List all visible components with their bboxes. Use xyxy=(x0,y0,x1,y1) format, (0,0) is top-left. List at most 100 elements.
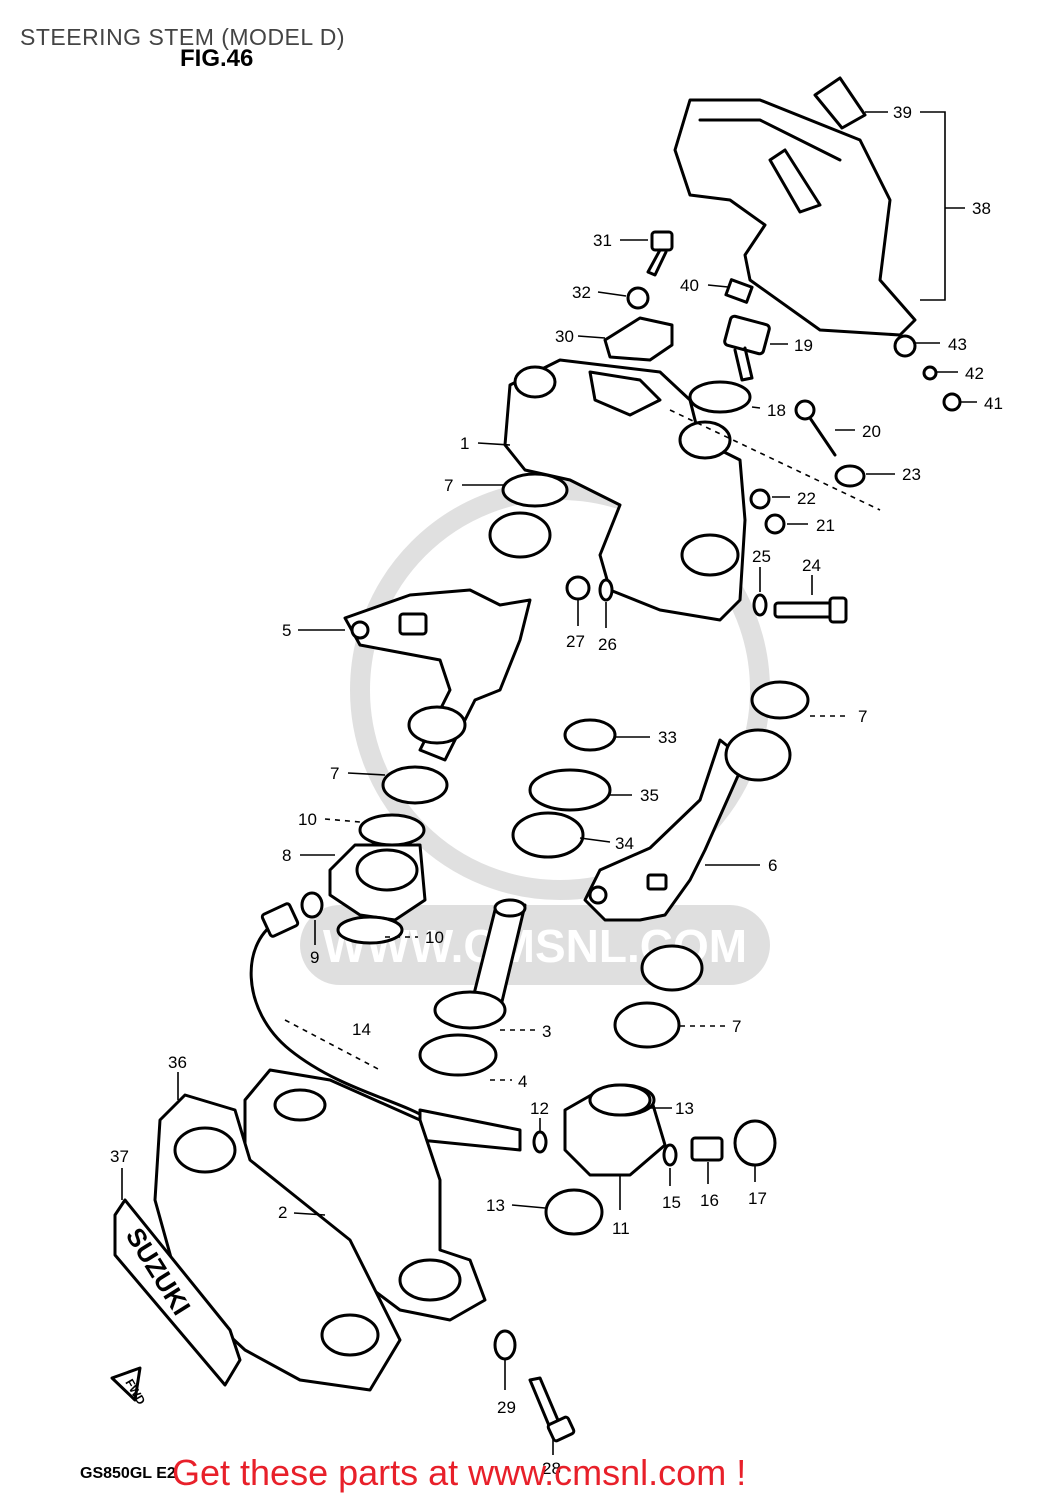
bolt-31 xyxy=(646,230,674,277)
callout-28: 28 xyxy=(542,1459,561,1478)
bushing-7h xyxy=(613,1001,681,1049)
bearing-34 xyxy=(511,811,585,859)
washer-23 xyxy=(834,464,866,488)
promo-link[interactable]: Get these parts at www.cmsnl.com ! xyxy=(172,1452,747,1493)
bolt-20 xyxy=(794,399,837,457)
gasket-13b xyxy=(544,1188,604,1236)
bolt-28 xyxy=(528,1376,576,1443)
gasket-13a xyxy=(588,1083,652,1117)
callout-4: 4 xyxy=(518,1072,527,1091)
nut-21 xyxy=(764,513,786,535)
callout-12: 12 xyxy=(530,1099,549,1118)
callout-3: 3 xyxy=(542,1022,551,1041)
handlebar-bolt xyxy=(723,314,771,382)
callout-33: 33 xyxy=(658,728,677,747)
callout-30: 30 xyxy=(555,327,574,346)
washer-35 xyxy=(528,768,612,812)
callout-26: 26 xyxy=(598,635,617,654)
screw-41 xyxy=(942,392,962,412)
brake-hose-joint xyxy=(418,1108,522,1152)
bolt-24 xyxy=(773,596,848,624)
bushing-7d xyxy=(381,765,449,805)
cover-clip xyxy=(724,278,754,304)
steering-stem xyxy=(418,898,527,1077)
bushing-7c xyxy=(407,705,467,745)
callout-32: 32 xyxy=(572,283,591,302)
washer-15 xyxy=(662,1143,678,1167)
nut-33 xyxy=(563,718,617,752)
callout-16: 16 xyxy=(700,1191,719,1210)
callout-41: 41 xyxy=(984,394,1003,413)
callout-17: 17 xyxy=(748,1189,767,1208)
callout-11: 11 xyxy=(612,1219,630,1238)
callouts: 1 2 3 4 5 6 7 7 7 7 7 8 9 xyxy=(110,103,1003,1478)
callout-21: 21 xyxy=(816,516,835,535)
washer-18 xyxy=(688,380,752,414)
right-fork-bracket xyxy=(583,738,747,922)
callout-23: 23 xyxy=(902,465,921,484)
reference-line-stem xyxy=(284,1019,381,1071)
fwd-arrow: FWD xyxy=(110,1366,148,1407)
cover-emblem xyxy=(813,76,867,130)
callout-42: 42 xyxy=(965,364,984,383)
callout-8: 8 xyxy=(282,846,291,865)
nut-43 xyxy=(893,334,917,358)
washer-32 xyxy=(626,286,650,310)
callout-13a: 13 xyxy=(675,1099,694,1118)
page-title: STEERING STEM (MODEL D) xyxy=(20,24,345,50)
callout-31: 31 xyxy=(593,231,612,250)
brake-hose xyxy=(249,918,432,1122)
callout-27: 27 xyxy=(566,632,585,651)
callout-19: 19 xyxy=(794,336,813,355)
callout-9: 9 xyxy=(310,948,319,967)
callout-34: 34 xyxy=(615,834,634,853)
reference-line-upper xyxy=(669,409,881,511)
ring-7g xyxy=(640,944,704,992)
ring-10b xyxy=(336,915,404,945)
nut-29 xyxy=(493,1329,517,1361)
model-code: GS850GL E2 xyxy=(80,1465,176,1482)
ring-10a xyxy=(358,813,426,847)
clamp-cap xyxy=(603,316,674,362)
callout-7a: 7 xyxy=(444,476,453,495)
callout-7c: 7 xyxy=(858,707,867,726)
callout-38: 38 xyxy=(972,199,991,218)
nut-22 xyxy=(749,488,771,510)
washer-26 xyxy=(598,578,614,602)
callout-1: 1 xyxy=(460,434,469,453)
callout-25: 25 xyxy=(752,547,771,566)
callout-10b: 10 xyxy=(425,928,444,947)
callout-5: 5 xyxy=(282,621,291,640)
bushing-7b xyxy=(488,511,552,559)
callout-2: 2 xyxy=(278,1203,287,1222)
lower-bracket xyxy=(243,1068,487,1322)
callout-39: 39 xyxy=(893,103,912,122)
cap-17 xyxy=(733,1119,777,1167)
ring-7f xyxy=(724,728,792,782)
callout-22: 22 xyxy=(797,489,816,508)
callout-18: 18 xyxy=(767,401,786,420)
handlebar-cover xyxy=(673,98,917,337)
washer-42 xyxy=(922,365,938,381)
hose-fitting xyxy=(260,902,300,938)
callout-36: 36 xyxy=(168,1053,187,1072)
callout-20: 20 xyxy=(862,422,881,441)
callout-40: 40 xyxy=(680,276,699,295)
fig-label: FIG.46 xyxy=(180,45,253,72)
callout-6: 6 xyxy=(768,856,777,875)
switch-16 xyxy=(690,1136,724,1162)
callout-15: 15 xyxy=(662,1193,681,1212)
callout-bracket-38 xyxy=(920,111,965,301)
callout-10a: 10 xyxy=(298,810,317,829)
callout-13b: 13 xyxy=(486,1196,505,1215)
bushing-7a xyxy=(501,472,569,508)
callout-35: 35 xyxy=(640,786,659,805)
washer-9 xyxy=(300,891,324,919)
callout-24: 24 xyxy=(802,556,821,575)
callout-14: 14 xyxy=(352,1020,371,1039)
washer-25 xyxy=(752,593,768,617)
nut-27 xyxy=(565,575,591,601)
bushing-7e xyxy=(750,680,810,720)
left-fork-bracket xyxy=(343,588,532,762)
